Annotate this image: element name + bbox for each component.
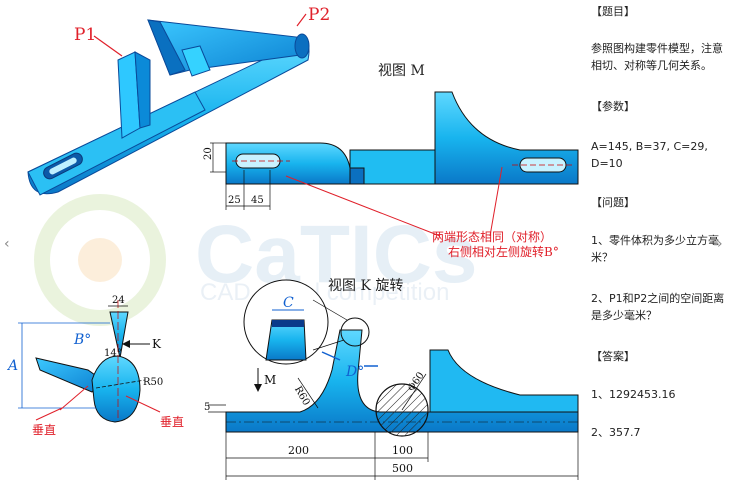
view-m-title: 视图 M (378, 63, 425, 79)
view-k-title: 视图 K 旋转 (328, 278, 403, 294)
dim-45: 45 (251, 195, 264, 206)
watermark: CaTICs CAD digital competition (34, 194, 478, 326)
label-p1: P1 (74, 25, 96, 45)
label-a: A (6, 358, 18, 374)
question-panel: 【题目】 参照图构建零件模型，注意相切、对称等几何关系。 【参数】 A=145,… (585, 0, 732, 502)
label-p2: P2 (308, 5, 330, 25)
label-vertical-1: 垂直 (32, 423, 56, 437)
note-line-2: 右侧相对左侧旋转B° (448, 244, 559, 259)
note-line-1: 两端形态相同（对称） (432, 230, 552, 244)
dim-5: 5 (204, 402, 210, 413)
dim-r60: R60 (292, 385, 312, 408)
question-2: 2、P1和P2之间的空间距离是多少毫米？ (591, 292, 725, 322)
dim-100: 100 (392, 444, 413, 457)
title-header: 【题目】 (591, 5, 635, 18)
title-text: 参照图构建零件模型，注意相切、对称等几何关系。 (591, 42, 723, 72)
dim-r50: R50 (143, 377, 163, 388)
dim-25: 25 (228, 195, 241, 206)
dim-phi60: Φ60 (406, 370, 427, 393)
view-k (208, 279, 579, 480)
params-text: A=145, B=37, C=29, D=10 (591, 140, 708, 170)
iso-view (27, 19, 310, 196)
dim-20: 20 (203, 147, 214, 160)
view-m (210, 91, 579, 210)
label-k: K (152, 337, 162, 351)
dim-24: 24 (112, 295, 125, 306)
dim-200: 200 (288, 444, 309, 457)
dim-500: 500 (392, 462, 413, 475)
watermark-subtitle: CAD digital competition (200, 279, 449, 306)
question-header: 【问题】 (591, 196, 635, 209)
label-b-deg: B° (73, 332, 91, 348)
label-vertical-2: 垂直 (160, 415, 184, 429)
dim-14deg: 14° (104, 348, 122, 359)
params-header: 【参数】 (591, 100, 635, 113)
answer-header: 【答案】 (591, 350, 635, 363)
engineering-drawing: CaTICs CAD digital competition P1 P2 视图 … (6, 5, 579, 480)
next-arrow[interactable]: › (717, 236, 723, 252)
label-d-deg: D° (345, 364, 364, 380)
side-view (18, 300, 161, 423)
label-m: M (264, 373, 276, 387)
label-c: C (283, 295, 294, 311)
question-1: 1、零件体积为多少立方毫米？ (591, 234, 719, 264)
prev-arrow[interactable]: ‹ (4, 236, 10, 252)
answer-2: 2、357.7 (591, 426, 641, 439)
answer-1: 1、1292453.16 (591, 388, 676, 401)
watermark-title: CaTICs (195, 209, 478, 300)
